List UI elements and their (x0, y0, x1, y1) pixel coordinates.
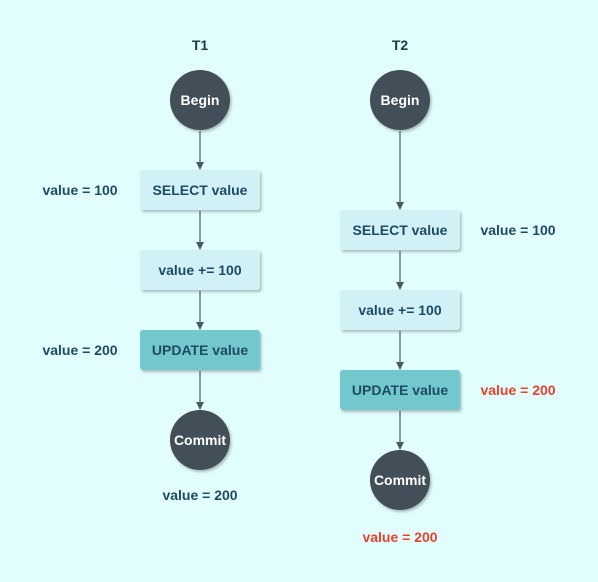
node-label: Begin (381, 92, 420, 108)
node-t1-begin: Begin (170, 70, 230, 130)
node-label: SELECT value (353, 222, 448, 238)
increment-box (340, 290, 460, 330)
commit-circle (170, 410, 230, 470)
column-t2: T2 Begin SELECT value value += 100 UPDAT… (340, 37, 556, 545)
node-t2-begin: Begin (370, 70, 430, 130)
annotation-t1-commit-value: value = 200 (162, 487, 237, 503)
node-label: UPDATE value (352, 382, 448, 398)
update-box (140, 330, 260, 370)
node-t1-select: SELECT value (140, 170, 260, 210)
annotation-t2-commit-value: value = 200 (362, 529, 437, 545)
select-box (340, 210, 460, 250)
update-box (340, 370, 460, 410)
column-title-t1: T1 (192, 37, 209, 53)
node-t2-commit: Commit (370, 450, 430, 510)
node-label: SELECT value (153, 182, 248, 198)
begin-circle (170, 70, 230, 130)
node-t1-increment: value += 100 (140, 250, 260, 290)
node-label: UPDATE value (152, 342, 248, 358)
node-t2-select: SELECT value (340, 210, 460, 250)
node-label: Commit (174, 432, 226, 448)
annotation-t2-select-value: value = 100 (480, 222, 555, 238)
node-t1-update: UPDATE value (140, 330, 260, 370)
node-label: Begin (181, 92, 220, 108)
column-title-t2: T2 (392, 37, 409, 53)
increment-box (140, 250, 260, 290)
column-t1: T1 Begin SELECT value value += 100 UPDAT… (42, 37, 260, 503)
annotation-t1-select-value: value = 100 (42, 182, 117, 198)
node-label: value += 100 (158, 262, 242, 278)
node-t2-update: UPDATE value (340, 370, 460, 410)
annotation-t1-update-value: value = 200 (42, 342, 117, 358)
node-label: Commit (374, 472, 426, 488)
node-label: value += 100 (358, 302, 442, 318)
node-t1-commit: Commit (170, 410, 230, 470)
annotation-t2-update-value: value = 200 (480, 382, 555, 398)
select-box (140, 170, 260, 210)
commit-circle (370, 450, 430, 510)
node-t2-increment: value += 100 (340, 290, 460, 330)
begin-circle (370, 70, 430, 130)
